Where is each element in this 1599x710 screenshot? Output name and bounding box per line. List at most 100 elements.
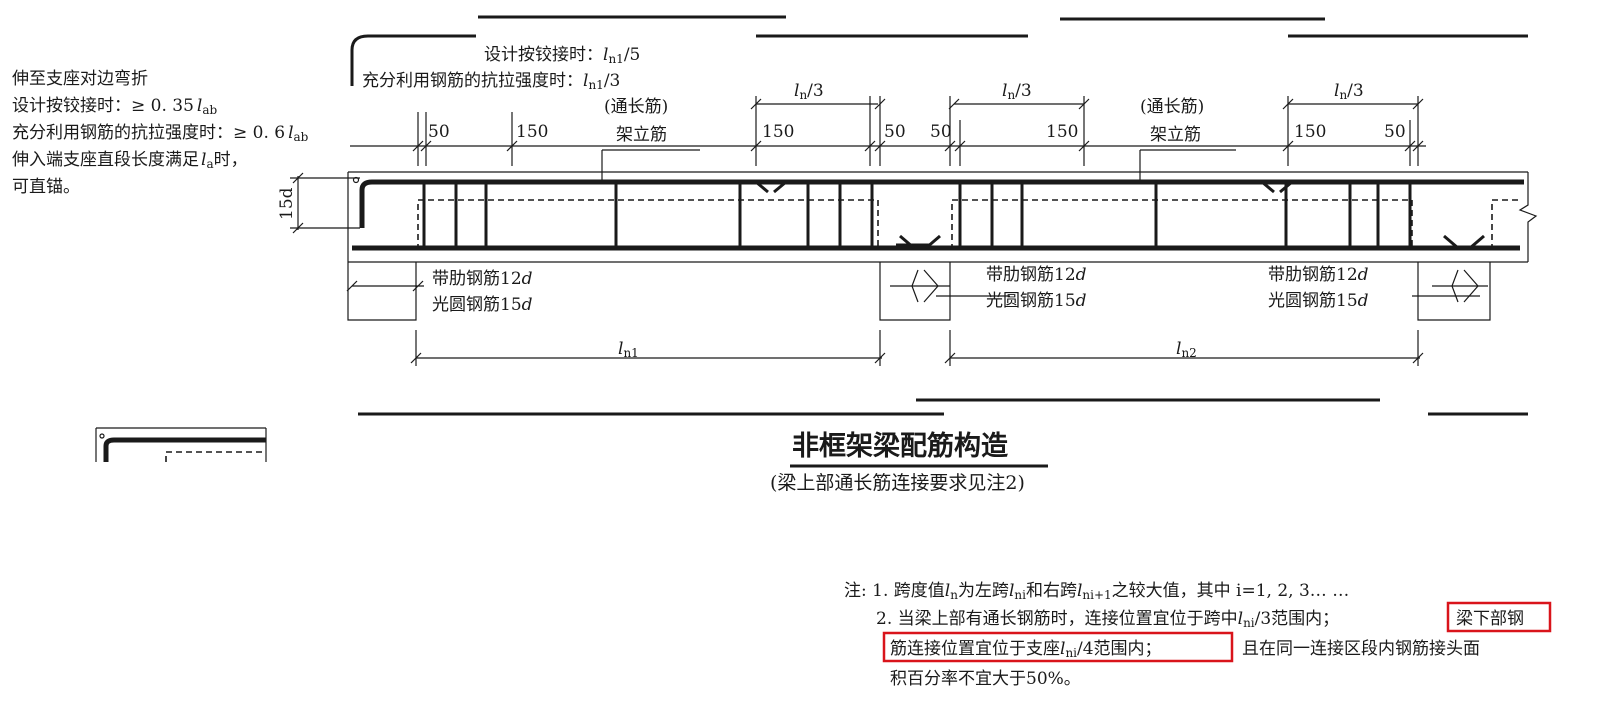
text-fragment: 充分利用钢筋的抗拉强度时：ln1/3 — [362, 71, 620, 92]
note-2c: 筋连接位置宜位于支座 — [890, 639, 1060, 659]
note-line-5: 可直锚。 — [12, 177, 80, 197]
text-fragment: 带肋钢筋12d — [986, 265, 1087, 285]
text-fragment: 筋连接位置宜位于支座lni/4范围内； — [890, 639, 1162, 660]
text-fragment: ab — [202, 103, 217, 117]
highlight-box-1 — [1446, 601, 1552, 633]
support-anchor-bends — [890, 269, 1488, 303]
dailei-label-3: 带肋钢筋12 — [1268, 265, 1358, 285]
text-fragment: l — [583, 71, 588, 91]
dailei-label-2: 带肋钢筋12 — [986, 265, 1076, 285]
text-fragment: l — [197, 96, 202, 116]
text-fragment: 带肋钢筋12d — [1268, 265, 1369, 285]
ln3-label-2: l — [1002, 81, 1007, 101]
ln2-label: l — [1176, 339, 1181, 359]
text-fragment: ln2 — [1176, 339, 1197, 360]
notes-block: 注: 1. 跨度值ln为左跨lni和右跨lni+1之较大值，其中 i=1, 2,… — [844, 581, 1552, 689]
text-fragment: l — [1238, 609, 1243, 629]
guangyuan-label-3: 光圆钢筋15 — [1268, 291, 1358, 311]
text-fragment: 为左跨 — [958, 581, 1009, 601]
text-fragment: 设计按铰接时：ln1/5 — [484, 45, 640, 66]
dim-150-span2: 150 — [1046, 122, 1078, 142]
note-2-highlight-1: 梁下部钢 — [1456, 609, 1524, 629]
guangyuan-label-2: 光圆钢筋15 — [986, 291, 1076, 311]
top-note: 设计按铰接时：ln1/5 充分利用钢筋的抗拉强度时：ln1/3 — [362, 45, 640, 92]
text-fragment: n2 — [1181, 346, 1196, 360]
top-bar — [359, 179, 1524, 228]
ln1-label: l — [618, 339, 623, 359]
text-fragment: l — [288, 123, 293, 143]
text-fragment: d — [1076, 265, 1087, 285]
text-fragment: 2. 当梁上部有通长钢筋时，连接位置宜位于跨中lni/3范围内； — [876, 609, 1339, 630]
tongchang-label-2: (通长筋) — [1140, 97, 1204, 117]
note-2e: 且在同一连接区段内钢筋接头面 — [1242, 639, 1480, 659]
diagram-subtitle: (梁上部通长筋连接要求见注2) — [770, 472, 1025, 494]
text-fragment: /4范围内； — [1077, 639, 1162, 659]
top-note-line-1: 设计按铰接时： — [484, 45, 603, 65]
tongchang-label-1: (通长筋) — [604, 97, 668, 117]
dim-50-span1: 50 — [884, 122, 906, 142]
highlight-box-2 — [882, 631, 1234, 663]
text-fragment: 时， — [214, 150, 248, 170]
text-fragment: d — [1358, 291, 1369, 311]
jiali-label-1: 架立筋 — [616, 125, 667, 145]
dim-50-left: 50 — [428, 122, 450, 142]
text-fragment: l — [1060, 639, 1065, 659]
dailei-label-1: 带肋钢筋12 — [432, 269, 522, 289]
text-fragment: 光圆钢筋15d — [1268, 291, 1369, 311]
note-line-3: 充分利用钢筋的抗拉强度时：≥ 0. 6 — [12, 123, 285, 143]
beam-outline — [347, 171, 1538, 321]
text-fragment: 和右跨 — [1026, 581, 1077, 601]
text-fragment: ab — [294, 130, 309, 144]
text-fragment: ln/3 — [1002, 81, 1032, 102]
text-fragment: l — [201, 150, 206, 170]
text-fragment: l — [1077, 581, 1082, 601]
dim-150-span2b: 150 — [1294, 122, 1326, 142]
text-fragment: l — [945, 581, 950, 601]
splice-marks — [755, 180, 1485, 250]
text-fragment: ni — [1014, 588, 1026, 602]
diagram-title: 非框架梁配筋构造 — [792, 430, 1008, 462]
text-fragment: ni — [1243, 616, 1255, 630]
dim-50-right: 50 — [1384, 122, 1406, 142]
text-fragment: n1 — [588, 78, 603, 92]
text-fragment: l — [1009, 581, 1014, 601]
text-fragment: /3 — [807, 81, 824, 101]
text-fragment: n — [799, 88, 807, 102]
ln3-label-3: l — [1334, 81, 1339, 101]
text-fragment: n — [1007, 88, 1015, 102]
dim-15d: 15d — [277, 187, 297, 220]
note-2a: 2. 当梁上部有通长钢筋时，连接位置宜位于跨中 — [876, 609, 1238, 629]
text-fragment: ln1 — [618, 339, 639, 360]
note-bracket — [350, 34, 476, 86]
text-fragment: d — [1076, 291, 1087, 311]
stirrup-dashed-outline — [417, 199, 1522, 250]
text-fragment: ni+1 — [1082, 588, 1111, 602]
text-fragment: /3 — [1015, 81, 1032, 101]
ln3-label-1: l — [794, 81, 799, 101]
text-fragment: n1 — [608, 52, 623, 66]
text-fragment: /3 — [604, 71, 621, 91]
text-fragment: d — [522, 295, 533, 315]
text-fragment: /3 — [1347, 81, 1364, 101]
text-fragment: /3范围内； — [1255, 609, 1340, 629]
dimension-labels: 50 150 150 50 50 150 150 50 ln/3 ln/3 ln… — [277, 81, 1406, 360]
dim-150-left: 150 — [516, 122, 548, 142]
scan-border-lines — [358, 15, 1528, 416]
bottom-bars — [352, 176, 1520, 251]
partial-detail-bottom — [95, 427, 267, 462]
text-fragment: n — [950, 588, 958, 602]
note-line-4: 伸入端支座直段长度满足 — [12, 150, 199, 170]
text-fragment: 之较大值，其中 i=1, 2, 3… … — [1112, 581, 1350, 601]
note-line-1: 伸至支座对边弯折 — [12, 69, 148, 89]
text-fragment: a — [206, 157, 213, 171]
dimension-lines — [290, 96, 1480, 366]
text-fragment: /5 — [624, 45, 641, 65]
text-fragment: 注: 1. 跨度值ln为左跨lni和右跨lni+1之较大值，其中 i=1, 2,… — [844, 581, 1349, 602]
text-fragment: n — [1339, 88, 1347, 102]
top-note-line-2: 充分利用钢筋的抗拉强度时： — [362, 71, 583, 91]
stirrups — [422, 184, 1412, 248]
